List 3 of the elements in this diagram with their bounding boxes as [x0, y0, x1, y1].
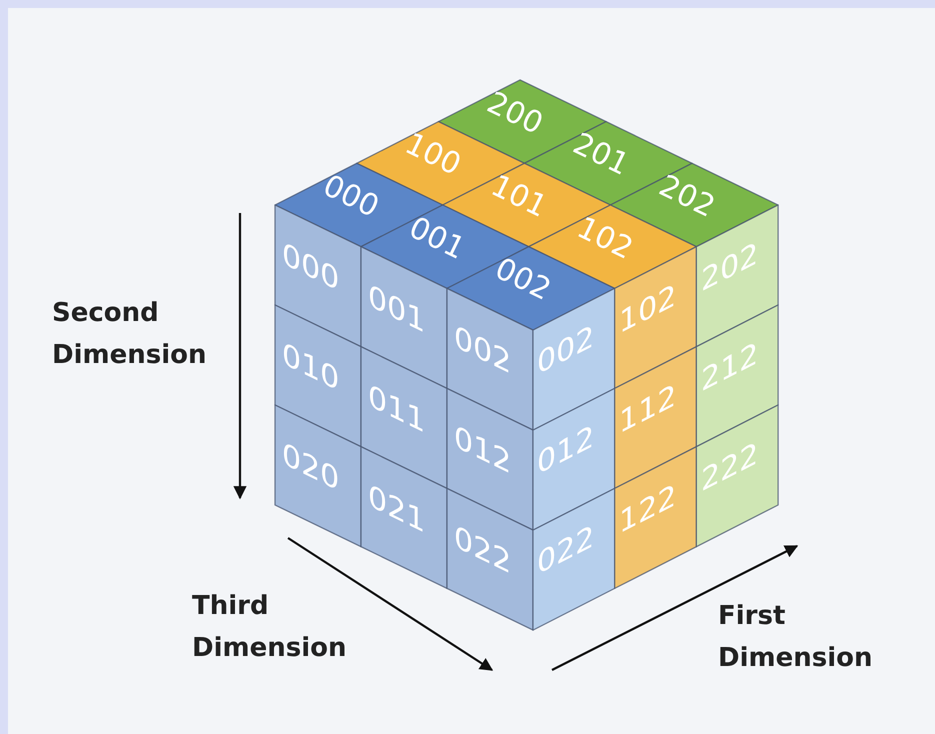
axis-label: Second Dimension: [52, 297, 208, 372]
axis-label: First Dimension: [718, 600, 874, 675]
axis-label: Third Dimension: [192, 590, 348, 665]
